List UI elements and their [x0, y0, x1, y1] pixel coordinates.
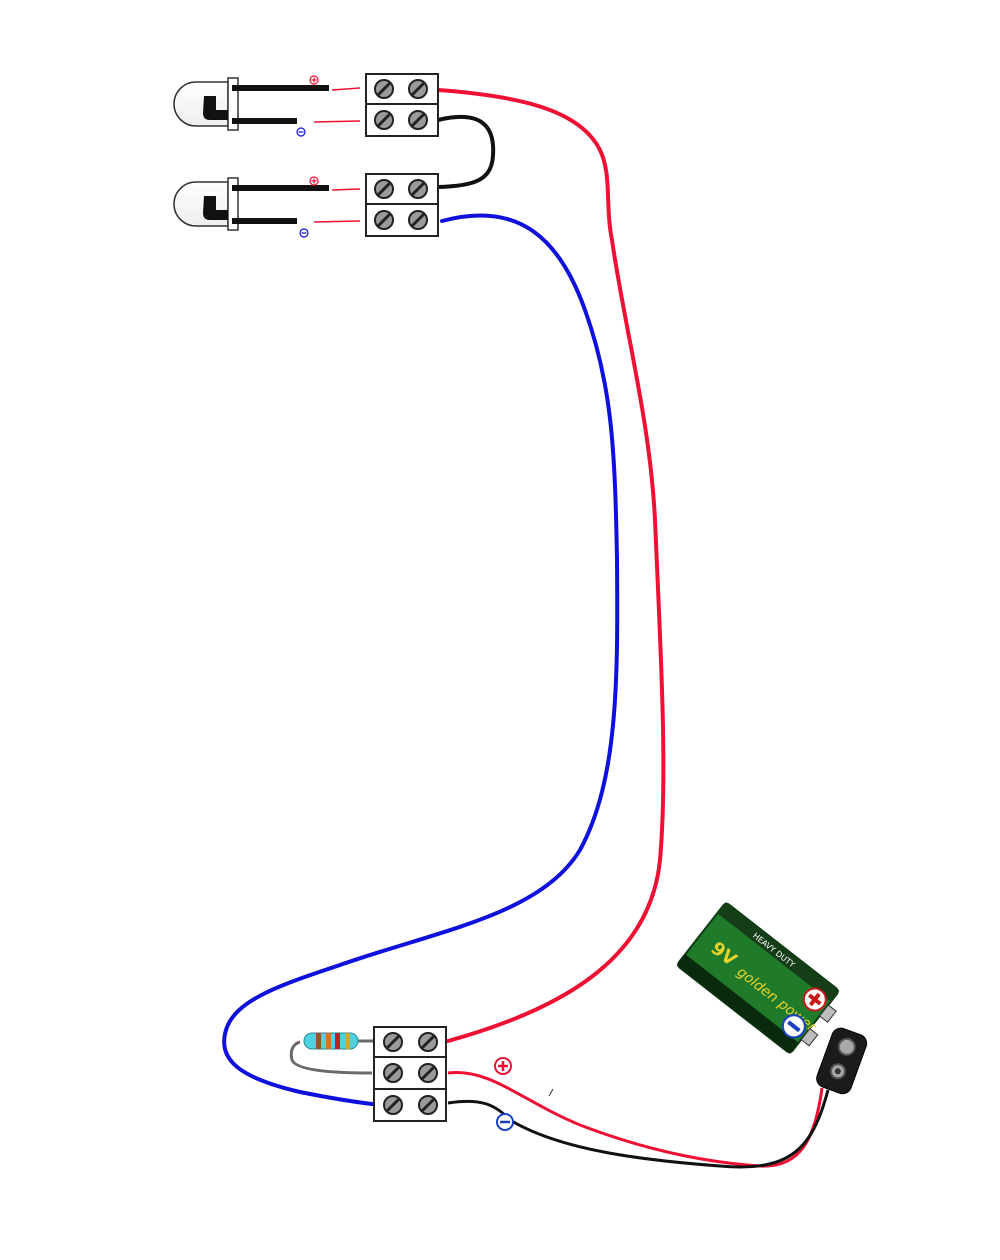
led-1-flange: [227, 77, 239, 131]
stray-mark: [548, 1088, 554, 1097]
led-2-die: [203, 196, 228, 220]
resistor: [303, 1032, 359, 1050]
jumper-wire-black: [436, 114, 496, 189]
snap-wire-black: [447, 1089, 830, 1169]
resistor-lead: [289, 1040, 373, 1075]
led-2-anode-wire: [331, 188, 361, 191]
battery-snap-connector: [816, 1027, 868, 1095]
snap-wire-red: [447, 1070, 824, 1168]
supply-positive-icon: [494, 1057, 512, 1075]
led-2-minus-icon: [299, 228, 309, 238]
terminal-block-led-2: [365, 173, 439, 237]
led-1-cathode-wire: [313, 120, 361, 123]
supply-negative-icon: [496, 1113, 514, 1131]
led-1-anode-wire: [331, 87, 361, 91]
led-2-plus-icon: [309, 176, 319, 186]
led-1: [173, 75, 361, 137]
led-1-minus-icon: [296, 127, 306, 137]
led-2-anode-lead: [232, 185, 329, 191]
positive-wire-red: [436, 88, 666, 1043]
led-1-anode-lead: [232, 85, 329, 91]
terminal-block-supply: [373, 1026, 447, 1122]
led-1-plus-icon: [309, 75, 319, 85]
terminal-block-led-1: [365, 73, 439, 137]
led-2-flange: [227, 177, 239, 231]
battery-plus-icon: [802, 987, 827, 1012]
return-wire-blue: [222, 213, 620, 1106]
battery-minus-icon: [781, 1014, 806, 1039]
led-2: [173, 176, 361, 238]
led-1-cathode-lead: [232, 118, 297, 124]
led-2-cathode-lead: [232, 218, 297, 224]
led-1-die: [203, 96, 228, 120]
battery-9v: HEAVY DUTY 9V golden power: [676, 902, 840, 1054]
led-2-cathode-wire: [313, 220, 361, 223]
